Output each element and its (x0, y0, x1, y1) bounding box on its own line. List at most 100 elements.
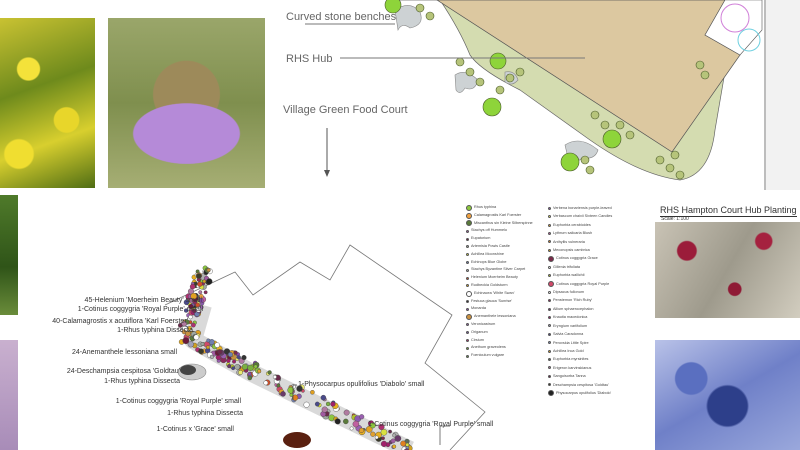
legend-item: Meconopsis cambrica (548, 246, 612, 254)
drawing-scale: Scale: 1:100 (661, 216, 689, 222)
legend-label: Dipsacus fullonum (553, 290, 585, 295)
legend-item: Achillea Inca Gold (548, 347, 612, 355)
legend-item: Lythrum salicaria Blush (548, 229, 612, 237)
plant-symbol-icon (548, 299, 551, 303)
plant-mark (365, 425, 373, 433)
plant-symbol-icon (466, 268, 469, 272)
plant-mark (369, 422, 376, 429)
legend-item: Cotinus coggygria Royal Purple (548, 280, 612, 288)
plan-label: 24-Deschampsia cespitosa 'Goldtau' (66, 368, 180, 375)
tree-icon (560, 152, 580, 172)
plant-symbol-icon (548, 255, 554, 262)
plant-mark (359, 414, 365, 420)
legend-item: Gillenia trifoliata (548, 263, 612, 271)
legend-item: Achillea Moonshine (466, 251, 533, 259)
plant-mark (203, 290, 208, 295)
plant-mark (217, 349, 223, 355)
plant-mark (241, 363, 248, 370)
bottom-plan (164, 244, 486, 450)
plant-symbol-icon (466, 290, 472, 297)
plant-mark (296, 385, 303, 392)
plant-symbol-icon (548, 273, 551, 277)
plant-mark (343, 409, 350, 416)
plant-mark (193, 334, 200, 341)
tree-icon (600, 120, 610, 130)
legend-item: Penstemon 'Rich Ruby' (548, 296, 612, 304)
plant-mark (231, 366, 235, 371)
plant-symbol-icon (466, 299, 469, 303)
legend-label: Gillenia trifoliata (553, 264, 581, 269)
legend-item: Dipsacus fullonum (548, 288, 612, 296)
legend-item: Euphorbia myrsinites (548, 355, 612, 363)
plant-mark (267, 370, 272, 375)
legend-item: Calamagrostis Karl Foerster (466, 212, 533, 220)
tree-icon (665, 163, 675, 173)
eryngium-photo (655, 340, 800, 450)
plan-label: 40-Calamagrostis x acutiflora 'Karl Foer… (52, 318, 188, 325)
plant-mark (380, 428, 388, 436)
plant-mark (241, 355, 247, 361)
plant-symbol-icon (548, 349, 551, 353)
plant-symbol-icon (466, 276, 469, 280)
legend-label: Festuca glauca 'Sunrise' (471, 298, 513, 303)
plant-symbol-icon (466, 314, 472, 321)
plant-symbol-icon (548, 290, 551, 294)
plant-symbol-icon (466, 323, 469, 327)
plant-mark (187, 326, 192, 331)
plant-symbol-icon (548, 358, 551, 362)
plant-mark (183, 299, 190, 306)
teasel-photo (108, 18, 265, 188)
plant-mark (234, 364, 241, 370)
tree-icon (384, 0, 402, 14)
tree-icon (590, 110, 600, 120)
tree-icon (455, 57, 465, 67)
plant-symbol-icon (548, 366, 551, 370)
tree-icon (515, 67, 525, 77)
legend-label: Monarda (471, 306, 486, 311)
legend-label: Erigeron karvinskianus (553, 365, 592, 370)
plant-symbol-icon (466, 260, 469, 264)
plant-mark (187, 341, 194, 348)
plant-symbol-icon (466, 237, 469, 241)
legend-item: Perovskia Little Spire (548, 339, 612, 347)
tree-icon (700, 70, 710, 80)
plant-mark (206, 278, 213, 285)
plant-mark (226, 358, 231, 363)
legend-label: Cirsium (471, 337, 484, 342)
legend-label: Rhus typhina (474, 205, 497, 209)
legend-item: Knautia macedonica (548, 313, 612, 321)
plant-symbol-icon (548, 215, 551, 219)
plant-mark (197, 281, 203, 287)
legend-label: Salvia Caradonna (553, 332, 584, 337)
plant-mark (206, 338, 211, 343)
plant-mark (227, 364, 232, 369)
plant-symbol-icon (548, 324, 551, 328)
plant-mark (325, 401, 331, 407)
legend-label: Meconopsis cambrica (553, 248, 590, 253)
plant-mark (280, 391, 286, 397)
legend-item: Echinacea 'White Swan' (466, 290, 533, 298)
plant-symbol-icon (548, 206, 551, 210)
plan-label: 1-Cotinus coggygria 'Royal Purple' small (77, 306, 203, 313)
tree-icon (675, 170, 685, 180)
legend-label: Calamagrostis Karl Foerster (474, 212, 522, 217)
legend-label: Knautia macedonica (553, 315, 588, 320)
plant-mark (394, 435, 402, 442)
foliage-photo (0, 195, 18, 315)
plant-mark (253, 364, 258, 369)
plant-mark (190, 292, 198, 300)
top-plan (305, 0, 800, 190)
plant-symbol-icon (466, 338, 469, 342)
legend-item: Cotinus coggygria Grace (548, 254, 612, 262)
tree-icon (655, 155, 665, 165)
plant-symbol-icon (548, 341, 551, 345)
tree-icon (670, 150, 680, 160)
legend-label: Origanum (471, 329, 488, 334)
legend-item: Artemisia Powis Castle (466, 243, 533, 251)
legend-label: Achillea Inca Gold (553, 348, 584, 353)
legend-item: Euphorbia cerabioides (548, 221, 612, 229)
plan-label: 45-Helenium 'Moerheim Beauty' small (84, 297, 202, 304)
plan-label: 1-Cotinus coggygria 'Royal Purple' small (115, 398, 241, 405)
legend-label: Achillea Moonshine (471, 251, 504, 256)
legend-item: Helenium Moerheim Beauty (466, 274, 533, 282)
